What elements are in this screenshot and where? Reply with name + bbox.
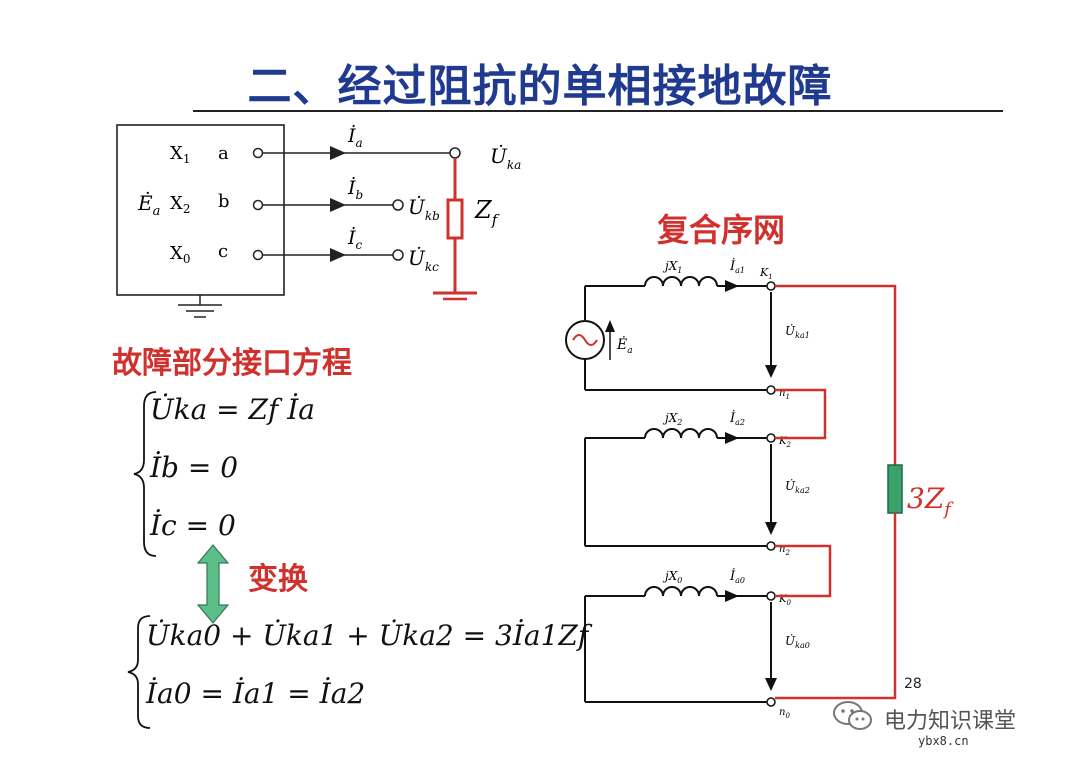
equation-ic: İc = 0 — [150, 509, 236, 542]
composite-sequence-network: Ėa jX1 İa1 K1 U̇ka1 n1 jX2 İa2 K2 U̇ka2 … — [565, 257, 954, 720]
svg-text:İa2: İa2 — [729, 409, 745, 427]
fault-impedance-3zf — [887, 464, 903, 514]
network-heading: 复合序网 — [657, 211, 786, 249]
current-ib-label: İb — [347, 176, 363, 202]
impedance-zf-label: Zf — [474, 196, 500, 229]
source-emf-label: Ėa — [137, 191, 160, 219]
brace-left-1 — [133, 391, 157, 557]
svg-text:K1: K1 — [759, 266, 773, 281]
wechat-logo-icon — [833, 701, 872, 730]
inductor-x0 — [644, 586, 718, 597]
reactance-x1-label: X1 — [170, 143, 190, 166]
current-arrow-c — [330, 248, 346, 262]
transform-label: 变换 — [248, 562, 308, 597]
svg-text:İa1: İa1 — [729, 257, 745, 275]
equation-ib: İb = 0 — [150, 451, 239, 484]
svg-text:U̇ka2: U̇ka2 — [785, 478, 810, 495]
voltage-uka-label: U̇ka — [490, 144, 521, 172]
brace-left-2 — [127, 615, 151, 729]
fault-circuit-diagram: Ėa X1 a İa U̇ka X2 b İb U̇kb X0 c İc U̇k… — [116, 124, 521, 318]
svg-text:jX1: jX1 — [662, 259, 682, 275]
current-arrow-a — [330, 146, 346, 160]
node-a-label: a — [218, 143, 229, 164]
svg-text:İa0: İa0 — [729, 567, 745, 585]
voltage-ukb-label: U̇kb — [408, 195, 440, 223]
inductor-x2 — [644, 428, 718, 439]
impedance-3zf-label: 3Zf — [907, 482, 954, 520]
svg-text:jX0: jX0 — [662, 569, 682, 585]
svg-text:K0: K0 — [778, 594, 791, 607]
reactance-x2-label: X2 — [170, 193, 190, 216]
equation-sequence-voltage: U̇ka0 + U̇ka1 + U̇ka2 = 3İa1Zf — [146, 619, 589, 652]
watermark-text: 电力知识课堂 — [884, 709, 1017, 734]
svg-text:n2: n2 — [779, 544, 790, 557]
site-url: ybx8.cn — [918, 734, 969, 748]
current-arrow-b — [330, 198, 346, 212]
page-number: 28 — [904, 676, 922, 692]
page-title: 二、经过阻抗的单相接地故障 — [247, 61, 833, 112]
current-ia-label: İa — [347, 124, 363, 150]
equation-sequence-current: İa0 = İa1 = İa2 — [146, 677, 366, 710]
title-underline — [193, 110, 1003, 112]
svg-text:Ėa: Ėa — [616, 335, 633, 356]
svg-text:jX2: jX2 — [662, 411, 682, 427]
current-ic-label: İc — [347, 226, 363, 252]
node-c-label: c — [218, 241, 228, 262]
boundary-heading: 故障部分接口方程 — [112, 346, 352, 381]
transform-double-arrow — [196, 544, 230, 624]
equation-uka: U̇ka = Zf İa — [150, 393, 315, 426]
svg-text:U̇ka0: U̇ka0 — [785, 633, 810, 650]
svg-text:n1: n1 — [779, 388, 790, 401]
reactance-x0-label: X0 — [170, 243, 190, 266]
fault-impedance-resistor — [446, 198, 464, 240]
inductor-x1 — [644, 276, 718, 287]
node-b-label: b — [218, 191, 230, 212]
svg-text:U̇ka1: U̇ka1 — [785, 323, 810, 340]
svg-text:n0: n0 — [779, 707, 790, 720]
svg-text:K2: K2 — [778, 436, 791, 449]
voltage-ukc-label: U̇kc — [408, 246, 439, 274]
